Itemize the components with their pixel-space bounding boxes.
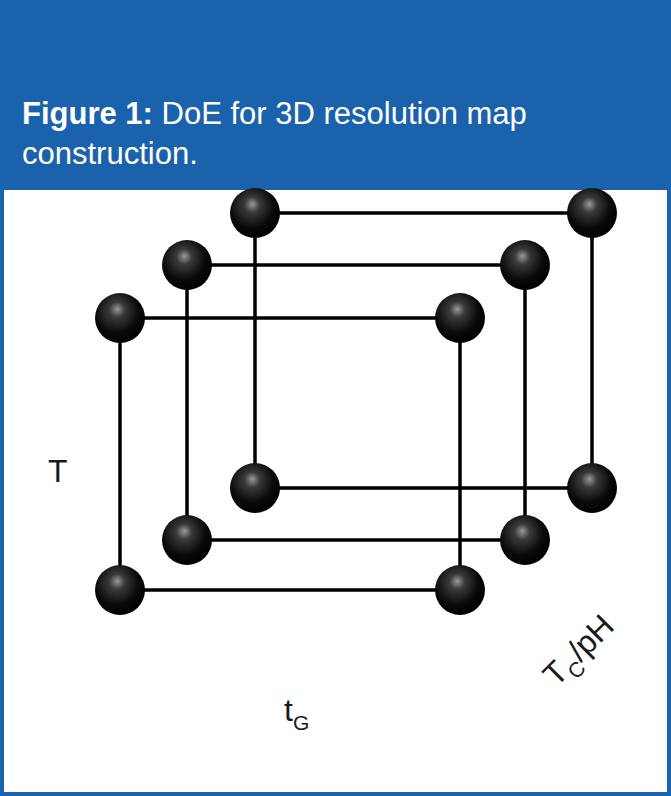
axis-subscript: G <box>293 711 309 734</box>
cube-edges <box>120 213 592 590</box>
design-point <box>95 565 145 615</box>
design-point <box>230 463 280 513</box>
design-point <box>95 293 145 343</box>
design-point <box>567 463 617 513</box>
cube-edge <box>255 211 592 215</box>
design-point <box>500 515 550 565</box>
cube-edge <box>253 213 257 488</box>
cube-edge <box>185 265 189 540</box>
cube-edge <box>187 538 525 542</box>
axis-label: tG <box>284 694 309 726</box>
design-point <box>162 515 212 565</box>
design-point <box>230 188 280 238</box>
design-point <box>435 565 485 615</box>
cube-edge <box>120 316 460 320</box>
axis-label: T <box>48 455 68 487</box>
cube-edge <box>590 213 594 488</box>
cube-edge <box>255 486 592 490</box>
cube-edge <box>120 588 460 592</box>
design-point <box>500 240 550 290</box>
design-point <box>567 188 617 238</box>
axis-symbol: t <box>284 692 293 728</box>
design-point <box>162 240 212 290</box>
figure-heading: Figure 1: DoE for 3D resolution map cons… <box>22 94 652 174</box>
design-point <box>435 293 485 343</box>
cube-edge <box>118 318 122 590</box>
design-points <box>95 188 617 615</box>
figure-number: Figure 1: <box>22 96 153 131</box>
cube-edge <box>187 263 525 267</box>
cube-edge <box>458 318 462 590</box>
cube-edge <box>523 265 527 540</box>
